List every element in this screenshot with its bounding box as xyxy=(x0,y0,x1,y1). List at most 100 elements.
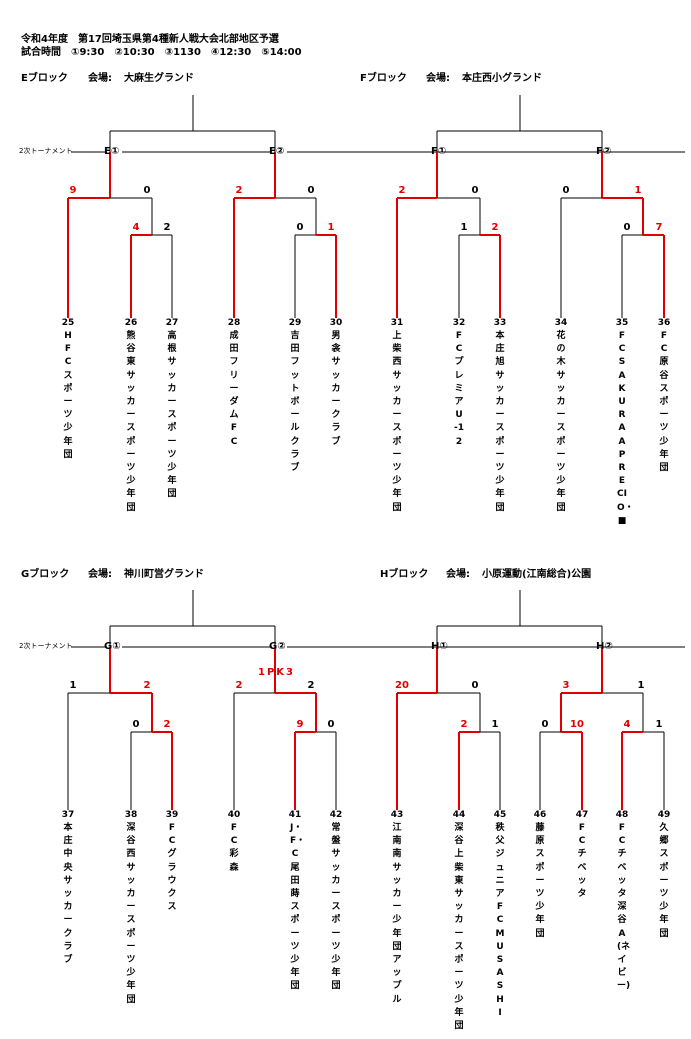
pk-result: 1PK3 xyxy=(258,667,295,678)
rounds-label: 2次トーナメント xyxy=(19,147,73,155)
venue-label: 会場: xyxy=(88,73,112,84)
score-label: 0 xyxy=(562,185,570,196)
team-name: J・F・C尾田蒔スポーツ少年団 xyxy=(290,823,306,992)
score-label: 1 xyxy=(634,185,642,196)
team-number: 40 xyxy=(227,810,241,820)
score-label: 0 xyxy=(327,719,335,730)
team-name: 秩父ジュニアFC MUSASHI xyxy=(495,823,513,1018)
venue-label: 会場: xyxy=(88,569,112,580)
match-node: G① xyxy=(104,641,121,652)
team-number: 31 xyxy=(390,318,404,328)
team-number: 44 xyxy=(452,810,466,820)
score-label: 0 xyxy=(471,680,479,691)
team-name: 花の木サッカースポーツ少年団 xyxy=(556,331,566,513)
venue-name: 神川町営グランド xyxy=(124,569,204,580)
team-number: 28 xyxy=(227,318,241,328)
score-label: 2 xyxy=(235,680,243,691)
team-name: HFCスポーツ少年団 xyxy=(63,331,73,460)
team-name: 吉田フットボールクラブ xyxy=(290,331,300,474)
team-number: 47 xyxy=(575,810,589,820)
team-number: 32 xyxy=(452,318,466,328)
score-label: 1 xyxy=(655,719,663,730)
team-name: 熊谷東サッカースポーツ少年団 xyxy=(126,331,136,513)
score-label: 10 xyxy=(570,719,584,730)
team-number: 25 xyxy=(61,318,75,328)
team-number: 34 xyxy=(554,318,568,328)
score-label: 0 xyxy=(143,185,151,196)
score-label: 2 xyxy=(143,680,151,691)
team-name: 成田フリーダムFC xyxy=(229,331,239,447)
team-number: 33 xyxy=(493,318,507,328)
score-label: 1 xyxy=(327,222,335,233)
team-name: FCチベッタ xyxy=(577,823,587,900)
team-name: FCグラウクス xyxy=(167,823,177,913)
team-number: 42 xyxy=(329,810,343,820)
team-name: 本庄中央サッカークラブ xyxy=(63,823,73,966)
score-label: 9 xyxy=(69,185,77,196)
match-node: G② xyxy=(269,641,286,652)
team-number: 49 xyxy=(657,810,671,820)
score-label: 0 xyxy=(623,222,631,233)
block-label: Gブロック xyxy=(21,569,70,580)
team-name: 本庄旭サッカースポーツ少年団 xyxy=(495,331,505,513)
team-name: 江南南サッカー少年団 アップル xyxy=(392,823,411,1005)
team-name: 常盤サッカースポーツ少年団 xyxy=(331,823,341,992)
score-label: 7 xyxy=(655,222,663,233)
team-name: 深谷上柴東サッカースポーツ少年団 xyxy=(454,823,464,1032)
score-label: 2 xyxy=(307,680,315,691)
team-name: FCプレミアU-12 xyxy=(454,331,464,447)
score-label: 0 xyxy=(132,719,140,730)
team-name: 藤原スポーツ少年団 xyxy=(535,823,545,939)
team-number: 30 xyxy=(329,318,343,328)
team-number: 43 xyxy=(390,810,404,820)
match-node: F① xyxy=(431,146,447,157)
team-name: 久郷スポーツ少年団 xyxy=(659,823,669,939)
team-name: FC彩森 xyxy=(229,823,239,873)
team-number: 46 xyxy=(533,810,547,820)
team-name: FC原谷スポーツ少年団 xyxy=(659,331,669,474)
venue-name: 小原運動(江南総合)公園 xyxy=(482,569,592,580)
team-number: 26 xyxy=(124,318,138,328)
match-node: H① xyxy=(431,641,448,652)
venue-label: 会場: xyxy=(446,569,470,580)
team-number: 37 xyxy=(61,810,75,820)
score-label: 1 xyxy=(69,680,77,691)
team-name: FC SAKURA APRECIO・■ xyxy=(617,331,635,526)
venue-name: 本庄西小グランド xyxy=(462,73,542,84)
score-label: 0 xyxy=(307,185,315,196)
page-title: 令和4年度 第17回埼玉県第4種新人戦大会北部地区予選 xyxy=(21,34,279,45)
score-label: 0 xyxy=(471,185,479,196)
score-label: 4 xyxy=(132,222,140,233)
team-number: 27 xyxy=(165,318,179,328)
team-name: 上柴西サッカースポーツ少年団 xyxy=(392,331,402,513)
match-node: E② xyxy=(269,146,285,157)
score-label: 1 xyxy=(491,719,499,730)
match-node: H② xyxy=(596,641,613,652)
block-label: Hブロック xyxy=(380,569,429,580)
venue-label: 会場: xyxy=(426,73,450,84)
score-label: 3 xyxy=(562,680,570,691)
score-label: 2 xyxy=(163,719,171,730)
team-number: 39 xyxy=(165,810,179,820)
team-number: 29 xyxy=(288,318,302,328)
team-number: 45 xyxy=(493,810,507,820)
block-label: Fブロック xyxy=(360,73,407,84)
match-node: F② xyxy=(596,146,612,157)
match-node: E① xyxy=(104,146,120,157)
score-label: 0 xyxy=(541,719,549,730)
score-label: 1 xyxy=(460,222,468,233)
score-label: 20 xyxy=(395,680,409,691)
score-label: 2 xyxy=(235,185,243,196)
team-number: 38 xyxy=(124,810,138,820)
rounds-label: 2次トーナメント xyxy=(19,642,73,650)
team-name: 男衾サッカークラブ xyxy=(331,331,341,447)
venue-name: 大麻生グランド xyxy=(124,73,194,84)
score-label: 2 xyxy=(163,222,171,233)
team-name: 深谷西サッカースポーツ少年団 xyxy=(126,823,136,1005)
score-label: 9 xyxy=(296,719,304,730)
score-label: 4 xyxy=(623,719,631,730)
team-number: 35 xyxy=(615,318,629,328)
team-name: FC チベッタ深谷 A(ネイビー) xyxy=(617,823,636,992)
match-times: 試合時間 ①9:30 ②10:30 ③1130 ④12:30 ⑤14:00 xyxy=(21,47,302,58)
